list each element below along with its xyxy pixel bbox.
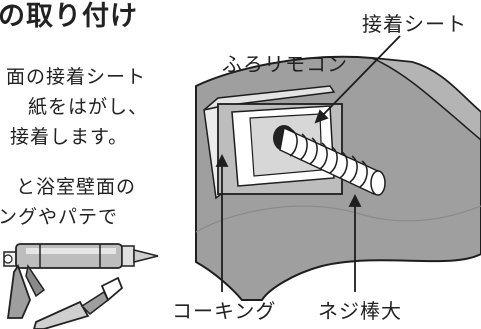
caulking-gun-icon [3, 243, 159, 319]
instruction-line: 紙をはがし、 [28, 96, 149, 118]
leader-lines [215, 35, 401, 292]
label-screw: ネジ棒大 [318, 299, 402, 323]
label-adhesive-sheet: 接着シート [362, 12, 467, 36]
putty-knife-icon [33, 276, 124, 329]
label-remote-control: ふろリモコン [222, 52, 348, 76]
instruction-line: ングやパテで [0, 206, 119, 228]
instruction-line: と浴室壁面の [16, 176, 137, 198]
label-caulking: コーキング [172, 299, 277, 323]
instruction-line: 接着します。 [10, 126, 129, 148]
section-title: の取り付け [0, 1, 138, 32]
screw-rod [273, 125, 386, 196]
instruction-line: 面の接着シート [6, 66, 147, 88]
